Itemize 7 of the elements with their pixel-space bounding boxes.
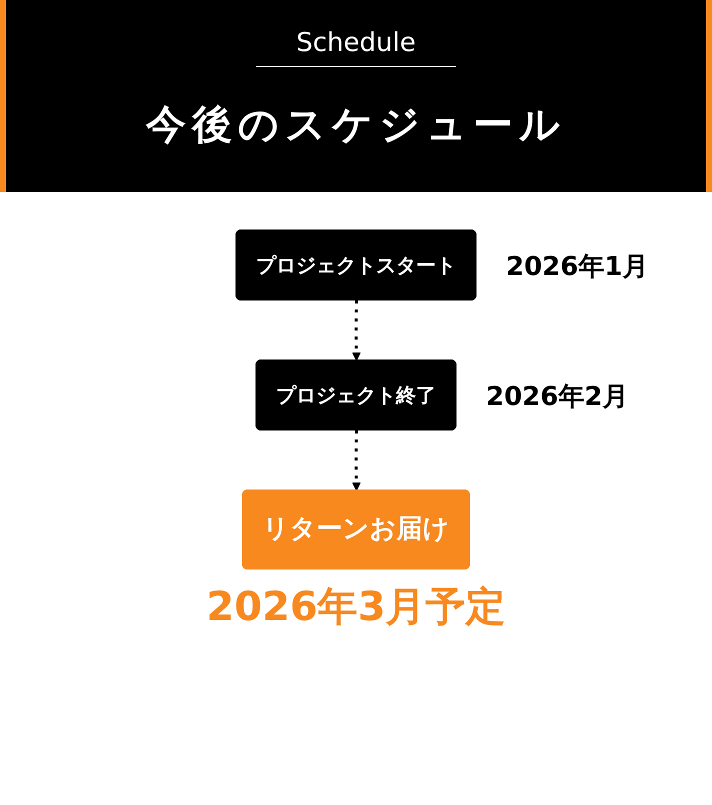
arrow: [352, 300, 361, 361]
date-text: 2026年1月: [506, 251, 648, 284]
title: 今後のスケジュール: [144, 101, 567, 150]
date-text: 2026年2月: [486, 381, 628, 414]
date-text: 2026年3月予定: [205, 583, 507, 632]
subtitle-text: Schedule: [256, 28, 456, 67]
arrow: [352, 430, 361, 491]
